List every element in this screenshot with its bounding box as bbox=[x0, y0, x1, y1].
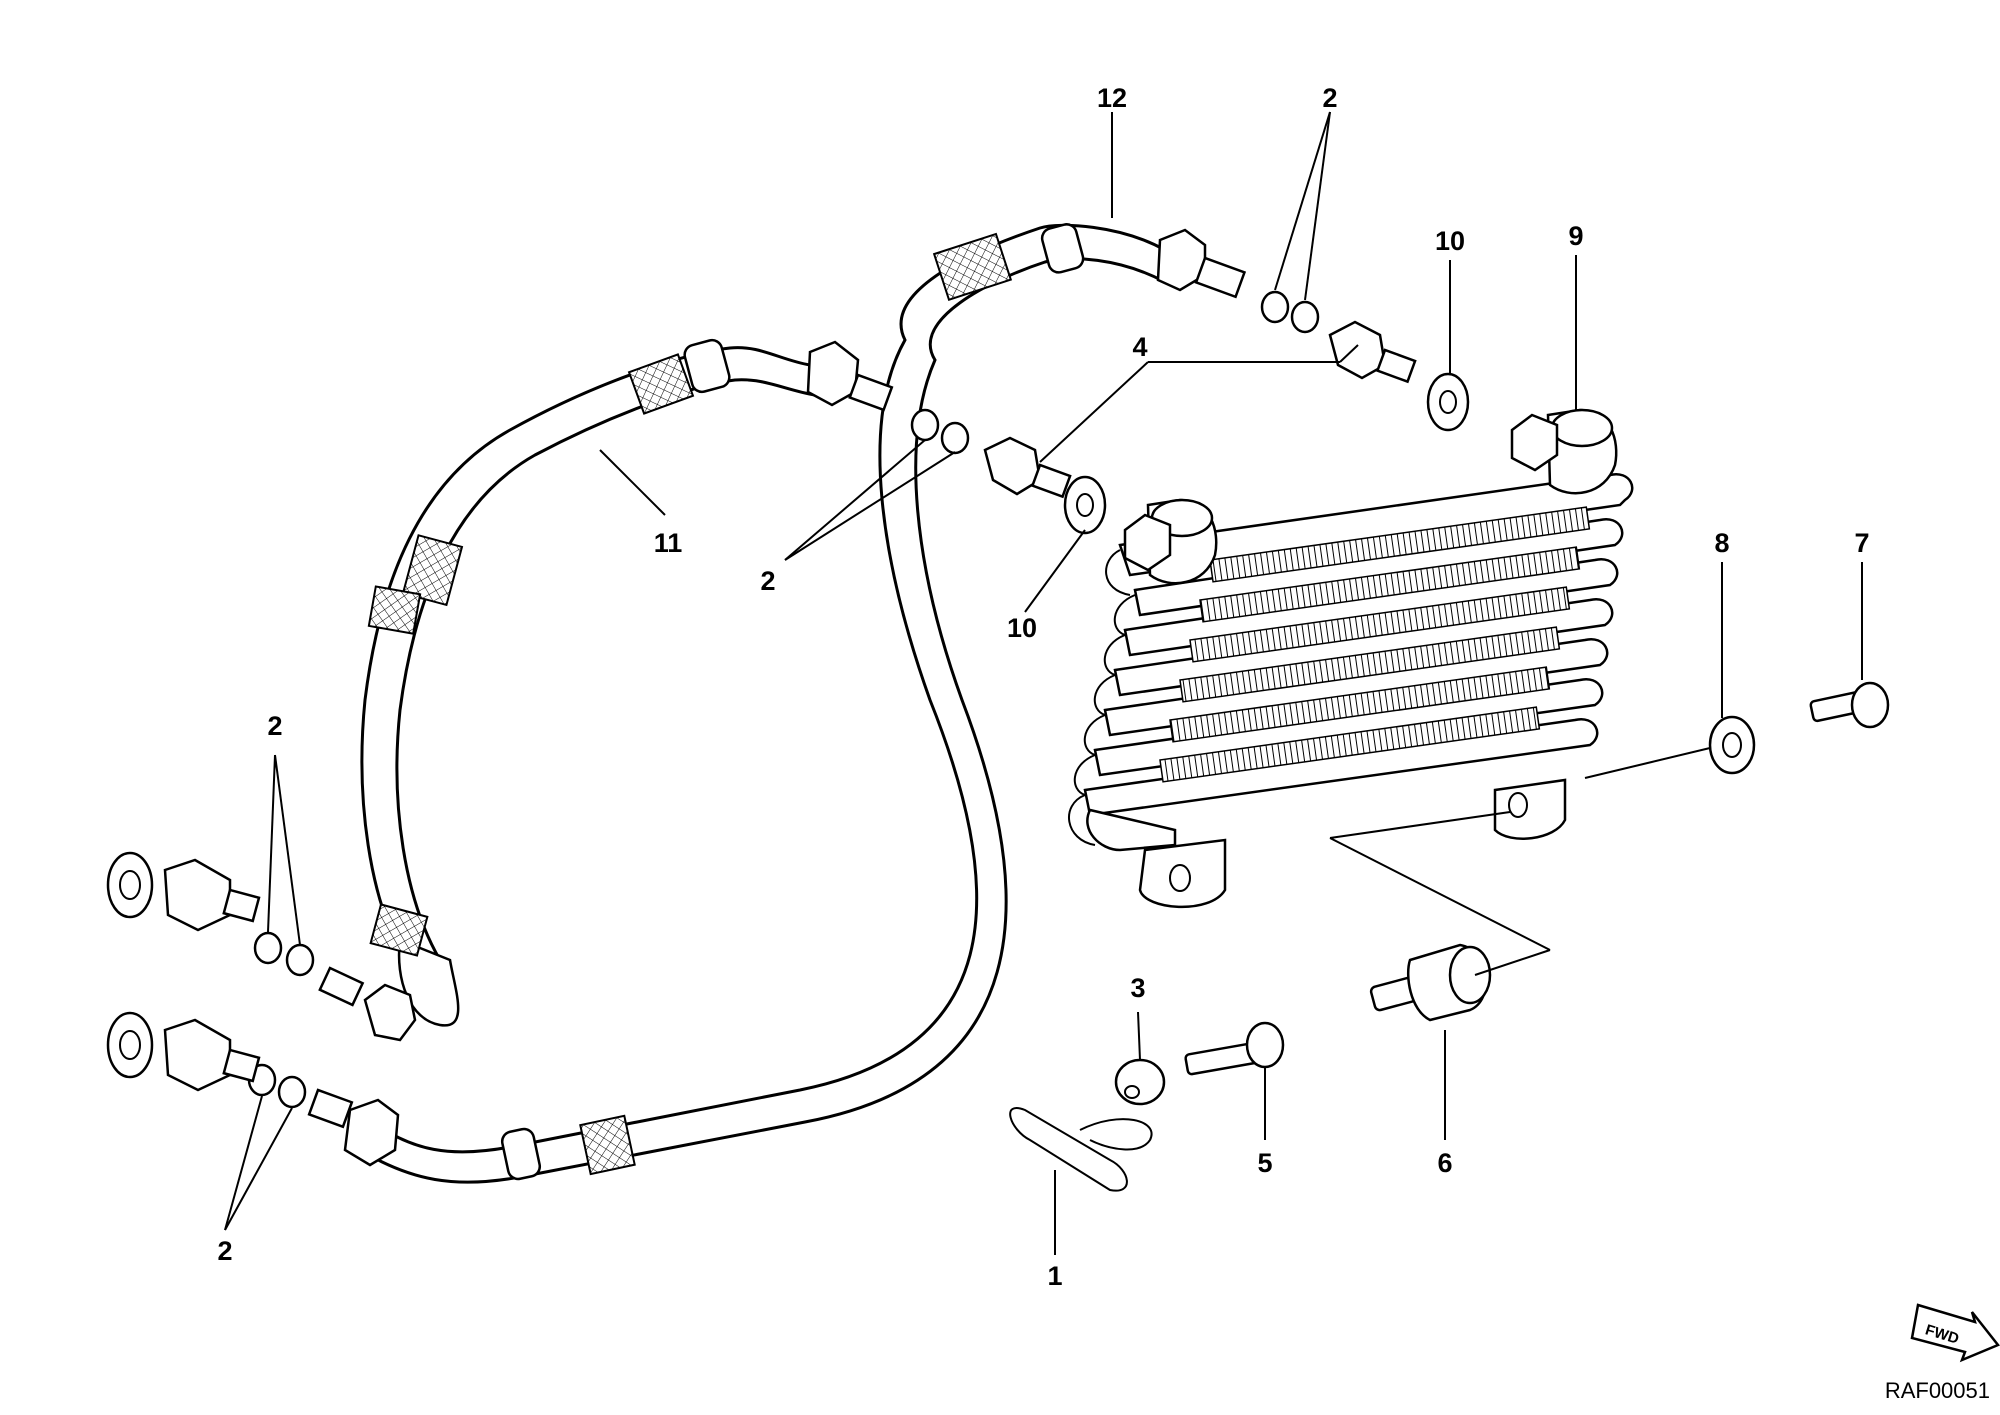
callout-10-top: 10 bbox=[1435, 226, 1465, 256]
callout-3: 3 bbox=[1130, 973, 1145, 1003]
callout-2-left-upper: 2 bbox=[267, 711, 282, 741]
spacer-item-6 bbox=[1369, 943, 1492, 1022]
callout-2-middle: 2 bbox=[760, 566, 775, 596]
fwd-direction-badge: FWD bbox=[1910, 1303, 2000, 1363]
callout-10-bottom: 10 bbox=[1007, 613, 1037, 643]
callout-4: 4 bbox=[1132, 332, 1147, 362]
clip-item-1 bbox=[1009, 1107, 1153, 1192]
oil-cooler-item-9 bbox=[1068, 408, 1634, 909]
callout-11: 11 bbox=[654, 528, 683, 558]
oil-hose-11 bbox=[318, 338, 894, 1042]
diagram-code: RAF00051 bbox=[1885, 1378, 1990, 1403]
sealing-washers-item-10 bbox=[1063, 372, 1470, 535]
callout-8: 8 bbox=[1714, 528, 1729, 558]
callout-2-top: 2 bbox=[1322, 83, 1337, 113]
oil-hose-12 bbox=[307, 223, 1247, 1184]
leader-lines bbox=[224, 111, 1863, 1255]
callout-12: 12 bbox=[1097, 83, 1127, 113]
union-fittings-item-4 bbox=[983, 320, 1417, 499]
washer-item-3 bbox=[1114, 1058, 1166, 1106]
callout-5: 5 bbox=[1257, 1148, 1272, 1178]
callout-2-left-lower: 2 bbox=[217, 1236, 232, 1266]
engine-fittings-left bbox=[106, 851, 261, 1092]
washer-item-8 bbox=[1708, 715, 1756, 775]
bolt-item-7 bbox=[1809, 681, 1890, 729]
callout-1: 1 bbox=[1047, 1261, 1062, 1291]
callout-6: 6 bbox=[1437, 1148, 1452, 1178]
callout-9: 9 bbox=[1568, 221, 1583, 251]
bolt-item-5 bbox=[1184, 1021, 1285, 1076]
o-rings-item-2 bbox=[247, 290, 1320, 1109]
callout-7: 7 bbox=[1854, 528, 1869, 558]
callout-labels: 12 2 10 9 4 11 2 10 2 2 3 1 5 6 8 7 bbox=[217, 83, 1869, 1291]
